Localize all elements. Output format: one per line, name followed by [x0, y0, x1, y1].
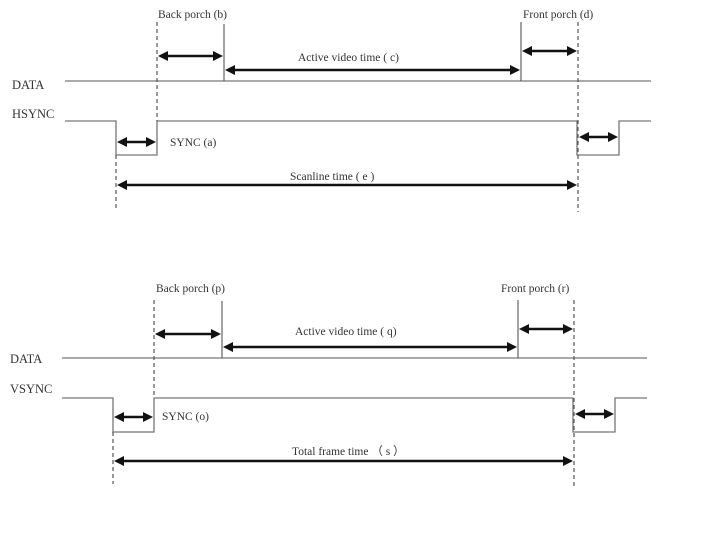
horizontal-timing-diagram: DATA HSYNC	[12, 9, 651, 212]
front-porch-label: Front porch (r)	[501, 283, 570, 295]
vsync-waveform	[62, 397, 647, 433]
active-video-label: Active video time ( c)	[298, 52, 399, 64]
total-frame-time-arrow	[114, 456, 573, 466]
sync-label: SYNC (o)	[162, 411, 209, 423]
hsync-signal-label: HSYNC	[12, 107, 54, 121]
front-porch-arrow	[519, 324, 573, 334]
back-porch-label: Back porch (b)	[158, 9, 227, 21]
front-porch-arrow	[522, 46, 577, 56]
active-video-arrow	[225, 65, 520, 75]
scanline-time-arrow	[117, 180, 577, 190]
next-sync-arrow	[579, 132, 618, 142]
front-porch-label: Front porch (d)	[523, 9, 593, 21]
next-sync-arrow	[575, 409, 614, 419]
back-porch-arrow	[155, 329, 221, 339]
total-frame-time-label: Total frame time （ s ）	[292, 445, 405, 458]
vertical-timing-diagram: DATA VSYNC	[10, 283, 647, 487]
hsync-waveform	[65, 120, 651, 156]
active-video-label: Active video time ( q)	[295, 326, 397, 338]
vsync-signal-label: VSYNC	[10, 382, 52, 396]
back-porch-arrow	[158, 51, 223, 61]
active-video-arrow	[223, 342, 517, 352]
data-signal-label: DATA	[10, 352, 42, 366]
sync-arrow	[117, 137, 156, 147]
data-signal-label: DATA	[12, 78, 44, 92]
back-porch-label: Back porch (p)	[156, 283, 225, 295]
scanline-time-label: Scanline time ( e )	[290, 171, 374, 183]
sync-arrow	[114, 412, 153, 422]
sync-label: SYNC (a)	[170, 137, 216, 149]
